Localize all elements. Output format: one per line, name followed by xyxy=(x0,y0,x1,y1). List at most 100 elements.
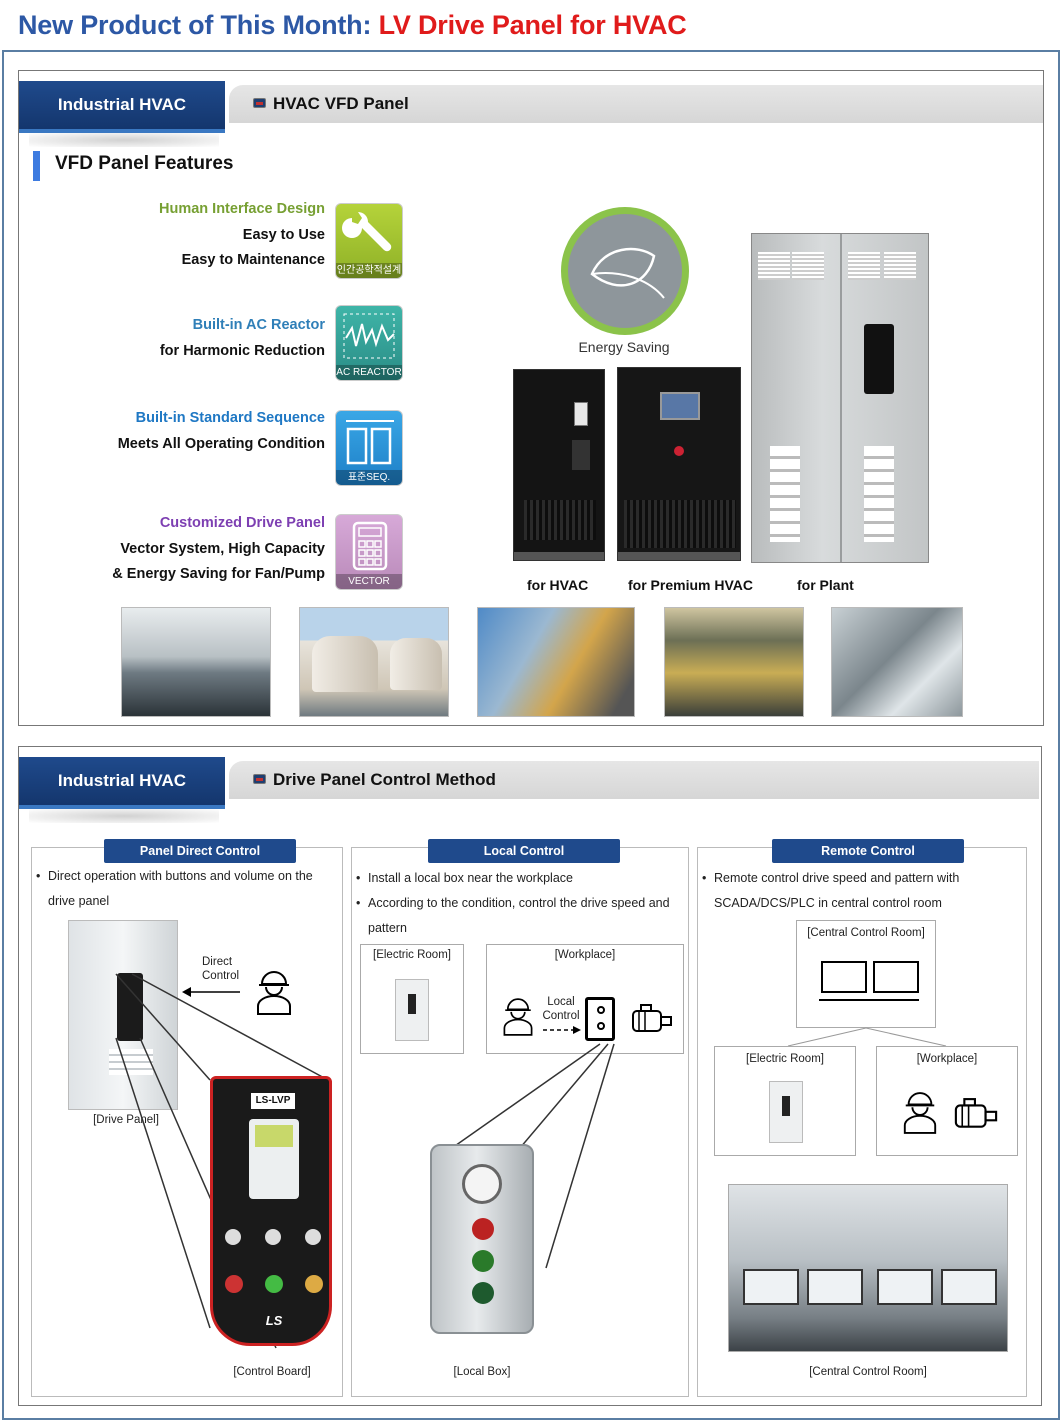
section-title: Drive Panel Control Method xyxy=(273,770,496,789)
feature-human-interface: Human Interface Design Easy to Use Easy … xyxy=(159,197,325,274)
tab-shadow xyxy=(29,809,219,823)
central-room-label: [Central Control Room] xyxy=(807,927,925,939)
section-title-bar: HVAC VFD Panel xyxy=(229,85,1043,123)
arrow-left-icon xyxy=(182,987,240,997)
board-brand: LS-LVP xyxy=(251,1093,295,1109)
mini-cabinet xyxy=(769,1081,803,1143)
workplace-label: [Workplace] xyxy=(916,1053,978,1065)
motor-icon xyxy=(954,1098,998,1128)
outer-frame xyxy=(2,50,1060,1420)
column-badge: Local Control xyxy=(428,839,620,863)
pipeline-photo xyxy=(477,607,635,717)
feature-heading: Customized Drive Panel xyxy=(159,515,325,531)
headline-product: LV Drive Panel for HVAC xyxy=(378,10,687,40)
factory-hall-photo xyxy=(664,607,804,717)
stop-lamp xyxy=(265,1275,283,1293)
control-board: LS-LVP LS xyxy=(210,1076,332,1346)
duct-photo xyxy=(831,607,963,717)
control-room-caption: [Central Control Room] xyxy=(809,1366,927,1378)
keypad-display xyxy=(249,1119,299,1199)
section-tab: Industrial HVAC xyxy=(19,757,225,809)
panel-direct-column: Panel Direct Control Direct operation wi… xyxy=(31,839,343,1397)
feature-ac-reactor: Built-in AC Reactor for Harmonic Reducti… xyxy=(160,313,325,364)
office-photo xyxy=(121,607,271,717)
wrench-icon: 인간공학적설계 xyxy=(335,203,403,279)
monitor-icon xyxy=(821,961,867,993)
vector-icon: VECTOR xyxy=(335,514,403,590)
page-headline: New Product of This Month: LV Drive Pane… xyxy=(18,10,687,41)
standard-sequence-icon: 표준SEQ. xyxy=(335,410,403,486)
mini-cabinet xyxy=(395,979,429,1041)
local-control-label: Local Control xyxy=(542,996,580,1022)
electric-room-label: [Electric Room] xyxy=(373,949,451,961)
control-board-caption: [Control Board] xyxy=(233,1366,311,1378)
column-badge: Remote Control xyxy=(772,839,964,863)
features-title: VFD Panel Features xyxy=(33,151,233,181)
vfd-panel-section: Industrial HVAC HVAC VFD Panel VFD Panel… xyxy=(18,70,1044,726)
cabinet-label: for Premium HVAC xyxy=(628,577,753,593)
feature-standard-sequence: Built-in Standard Sequence Meets All Ope… xyxy=(118,406,325,457)
fault-lamp xyxy=(305,1275,323,1293)
worker-icon xyxy=(503,998,533,1036)
feature-line: & Energy Saving for Fan/Pump xyxy=(112,566,325,582)
feature-line: Meets All Operating Condition xyxy=(117,435,325,452)
leaf-icon xyxy=(561,207,689,335)
icon-label: AC REACTOR xyxy=(336,365,402,380)
control-room-photo xyxy=(728,1184,1008,1352)
column-bullet: Direct operation with buttons and volume… xyxy=(36,864,336,914)
icon-label: VECTOR xyxy=(336,574,402,589)
feature-line: for Harmonic Reduction xyxy=(159,342,325,359)
section-title: HVAC VFD Panel xyxy=(273,94,409,113)
zoom-lines xyxy=(451,1043,615,1269)
monitor-icon xyxy=(873,961,919,993)
workplace-box: [Workplace] Local Control xyxy=(486,944,684,1054)
column-bullet: Remote control drive speed and pattern w… xyxy=(702,866,1022,916)
icon-label: 표준SEQ. xyxy=(336,470,402,485)
electric-room-box: [Electric Room] xyxy=(360,944,464,1054)
local-control-column: Local Control Install a local box near t… xyxy=(351,839,689,1397)
drive-panel-caption: [Drive Panel] xyxy=(93,1114,159,1126)
workplace-box: [Workplace] xyxy=(876,1046,1018,1156)
feature-heading: Built-in AC Reactor xyxy=(192,317,325,333)
icon-label: 인간공학적설계 xyxy=(336,263,402,278)
section-tab: Industrial HVAC xyxy=(19,81,225,133)
cabinet-label: for Plant xyxy=(797,577,854,593)
green-button xyxy=(472,1250,494,1272)
dark-green-button xyxy=(472,1282,494,1304)
electric-room-box: [Electric Room] xyxy=(714,1046,856,1156)
cabinet-label: for HVAC xyxy=(527,577,589,593)
run-lamp xyxy=(225,1275,243,1293)
electric-room-label: [Electric Room] xyxy=(746,1053,824,1065)
plant-cabinet xyxy=(751,233,929,563)
drive-panel-cabinet xyxy=(68,920,178,1110)
local-box xyxy=(430,1144,534,1334)
tab-shadow xyxy=(29,133,219,147)
column-badge: Panel Direct Control xyxy=(104,839,296,863)
remote-control-column: Remote Control Remote control drive spee… xyxy=(697,839,1027,1397)
ac-reactor-icon: AC REACTOR xyxy=(335,305,403,381)
column-bullet: Install a local box near the workplace xyxy=(356,866,682,891)
control-method-section: Industrial HVAC Drive Panel Control Meth… xyxy=(18,746,1042,1406)
direct-control-label: Direct Control xyxy=(202,956,240,982)
feature-custom-drive: Customized Drive Panel Vector System, Hi… xyxy=(112,511,325,588)
feature-line: Easy to Maintenance xyxy=(181,252,325,268)
local-box-icon xyxy=(585,997,615,1041)
motor-icon xyxy=(632,1004,672,1032)
worker-icon xyxy=(903,1092,937,1134)
hvac-cabinet xyxy=(513,369,605,561)
local-box-caption: [Local Box] xyxy=(453,1366,511,1378)
feature-heading: Human Interface Design xyxy=(159,201,325,217)
arrow-right-icon xyxy=(543,1026,581,1034)
premium-hvac-cabinet xyxy=(617,367,741,561)
board-logo: LS xyxy=(265,1313,283,1328)
headline-prefix: New Product of This Month: xyxy=(18,10,372,40)
worker-icon xyxy=(257,971,291,1015)
feature-line: Easy to Use xyxy=(242,226,325,243)
workplace-label: [Workplace] xyxy=(554,949,616,961)
connector-lines xyxy=(787,1027,947,1047)
red-button xyxy=(472,1218,494,1240)
central-room-box: [Central Control Room] xyxy=(796,920,936,1028)
column-bullet: According to the condition, control the … xyxy=(356,891,682,941)
gauge-icon xyxy=(462,1164,502,1204)
energy-saving-label: Energy Saving xyxy=(578,339,670,355)
